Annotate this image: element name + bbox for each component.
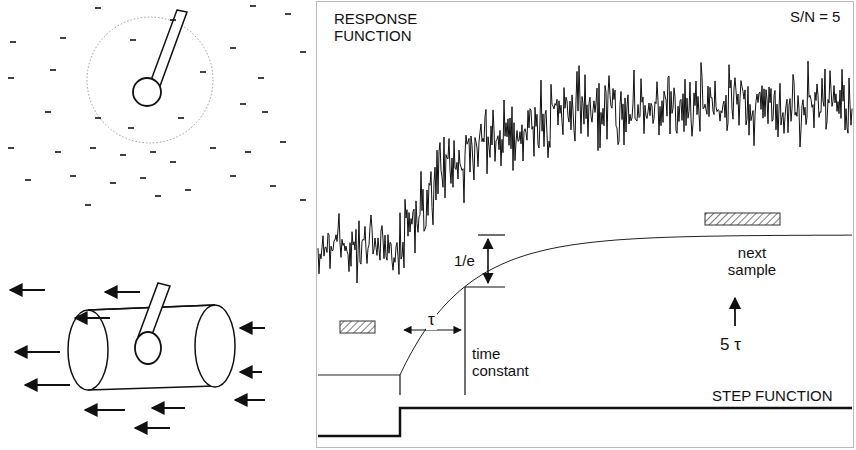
charge-mark	[200, 71, 206, 73]
charge-mark	[230, 175, 236, 177]
charge-mark	[210, 147, 216, 149]
charge-mark	[170, 161, 176, 163]
charge-mark	[250, 5, 256, 7]
charge-mark	[10, 41, 16, 43]
charge-mark	[25, 179, 31, 181]
panel-frame	[317, 2, 854, 448]
charge-mark	[8, 147, 14, 149]
charge-mark	[50, 69, 56, 71]
charge-mark	[300, 199, 306, 201]
charge-marks	[8, 6, 306, 205]
charge-mark	[155, 195, 161, 197]
figure-label: 5 τ	[720, 335, 741, 355]
figure-label: τ	[426, 310, 437, 330]
charge-mark	[285, 13, 291, 15]
charge-mark	[130, 39, 136, 41]
charge-mark	[60, 37, 66, 39]
figure-label: RESPONSE FUNCTION	[334, 10, 429, 45]
charge-mark	[150, 151, 156, 153]
spherical-probe	[87, 10, 213, 143]
charge-mark	[110, 182, 116, 184]
charge-mark	[45, 111, 51, 113]
charge-mark	[90, 147, 96, 149]
charge-mark	[178, 117, 184, 119]
figure-label: S/N = 5	[790, 8, 840, 25]
charge-mark	[128, 127, 134, 129]
flow-arrows	[10, 290, 265, 428]
exponential-response	[318, 235, 852, 375]
charge-mark	[230, 47, 236, 49]
step-function	[318, 408, 852, 436]
charge-mark	[95, 7, 101, 9]
figure-label: 1/e	[452, 252, 477, 269]
charge-mark	[70, 175, 76, 177]
charge-mark	[55, 151, 61, 153]
annotation-lines	[400, 235, 735, 395]
charge-mark	[245, 151, 251, 153]
charge-mark	[95, 117, 101, 119]
figure-label: STEP FUNCTION	[712, 387, 833, 404]
sample-window	[705, 213, 780, 225]
charge-mark	[85, 204, 91, 206]
charge-mark	[140, 177, 146, 179]
charge-mark	[240, 103, 246, 105]
charge-mark	[120, 154, 126, 156]
charge-mark	[8, 77, 14, 79]
charge-mark	[262, 111, 268, 113]
charge-mark	[170, 19, 176, 21]
charge-mark	[280, 141, 286, 143]
figure-label: time constant	[472, 345, 552, 380]
charge-mark	[300, 51, 306, 53]
figure-label: next sample	[712, 244, 792, 279]
charge-mark	[270, 185, 276, 187]
sample-window	[340, 321, 375, 333]
cylindrical-probe	[68, 283, 235, 390]
charge-mark	[185, 189, 191, 191]
noisy-response-trace	[318, 61, 852, 283]
charge-mark	[258, 77, 264, 79]
